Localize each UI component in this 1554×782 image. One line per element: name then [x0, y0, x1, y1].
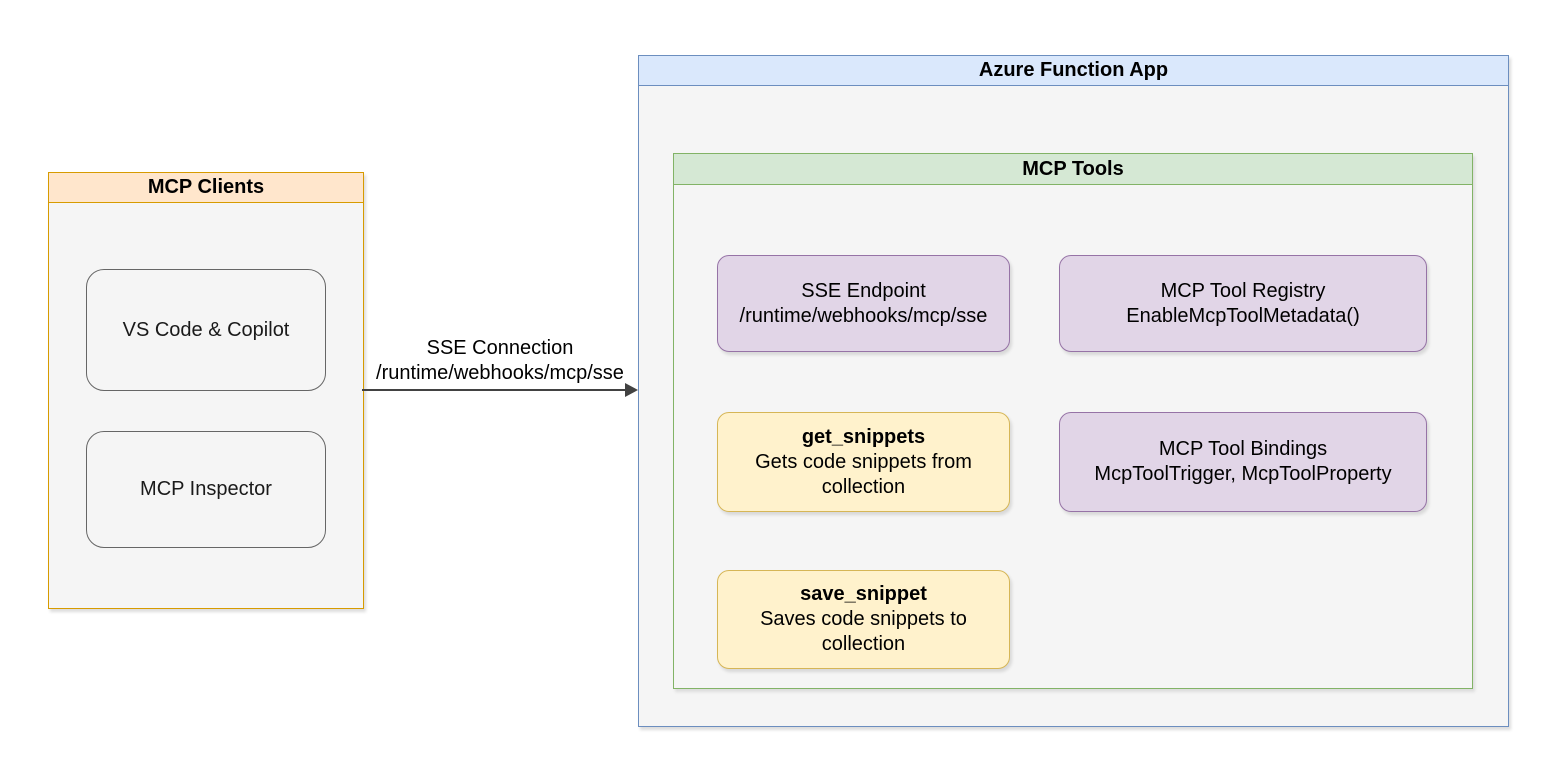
- azure-function-app-title: Azure Function App: [978, 59, 1169, 81]
- node-sse-endpoint-title: SSE Endpoint: [801, 279, 926, 302]
- node-mcp-tool-registry-title: MCP Tool Registry: [1160, 279, 1326, 302]
- node-get-snippets-title: get_snippets: [801, 425, 926, 448]
- connection-name: SSE Connection: [426, 337, 574, 359]
- node-mcp-tool-bindings-subtitle: McpToolTrigger, McpToolProperty: [1094, 463, 1392, 485]
- connection-label: SSE Connection /runtime/webhooks/mcp/sse: [348, 336, 652, 386]
- node-get-snippets: get_snippets Gets code snippets from col…: [717, 412, 1010, 512]
- mcp-clients-header: MCP Clients: [49, 173, 363, 203]
- node-save-snippet-subtitle: Saves code snippets to collection: [760, 608, 967, 655]
- connection-path: /runtime/webhooks/mcp/sse: [376, 362, 624, 384]
- mcp-tools-header: MCP Tools: [674, 154, 1472, 185]
- mcp-tools-title: MCP Tools: [1022, 157, 1124, 180]
- node-mcp-tool-registry: MCP Tool Registry EnableMcpToolMetadata(…: [1059, 255, 1427, 352]
- node-save-snippet: save_snippet Saves code snippets to coll…: [717, 570, 1010, 669]
- azure-function-app-group: Azure Function App MCP Tools SSE Endpoin…: [638, 55, 1509, 727]
- node-mcp-inspector: MCP Inspector: [86, 431, 326, 548]
- mcp-tools-group: MCP Tools SSE Endpoint /runtime/webhooks…: [673, 153, 1473, 689]
- node-mcp-tool-bindings-title: MCP Tool Bindings: [1158, 438, 1328, 460]
- node-sse-endpoint: SSE Endpoint /runtime/webhooks/mcp/sse: [717, 255, 1010, 352]
- connection-arrow-line: [362, 389, 628, 391]
- connection-arrowhead-icon: [625, 383, 638, 397]
- node-vscode-copilot: VS Code & Copilot: [86, 269, 326, 391]
- node-mcp-inspector-label: MCP Inspector: [140, 478, 272, 500]
- node-sse-endpoint-subtitle: /runtime/webhooks/mcp/sse: [739, 304, 988, 327]
- azure-function-app-header: Azure Function App: [639, 56, 1508, 86]
- mcp-clients-title: MCP Clients: [147, 176, 265, 198]
- node-save-snippet-title: save_snippet: [800, 583, 927, 605]
- node-vscode-copilot-label: VS Code & Copilot: [122, 318, 290, 341]
- node-get-snippets-subtitle: Gets code snippets from collection: [755, 450, 972, 498]
- node-mcp-tool-registry-subtitle: EnableMcpToolMetadata(): [1126, 304, 1360, 327]
- node-mcp-tool-bindings: MCP Tool Bindings McpToolTrigger, McpToo…: [1059, 412, 1427, 512]
- mcp-clients-group: MCP Clients VS Code & Copilot MCP Inspec…: [48, 172, 364, 609]
